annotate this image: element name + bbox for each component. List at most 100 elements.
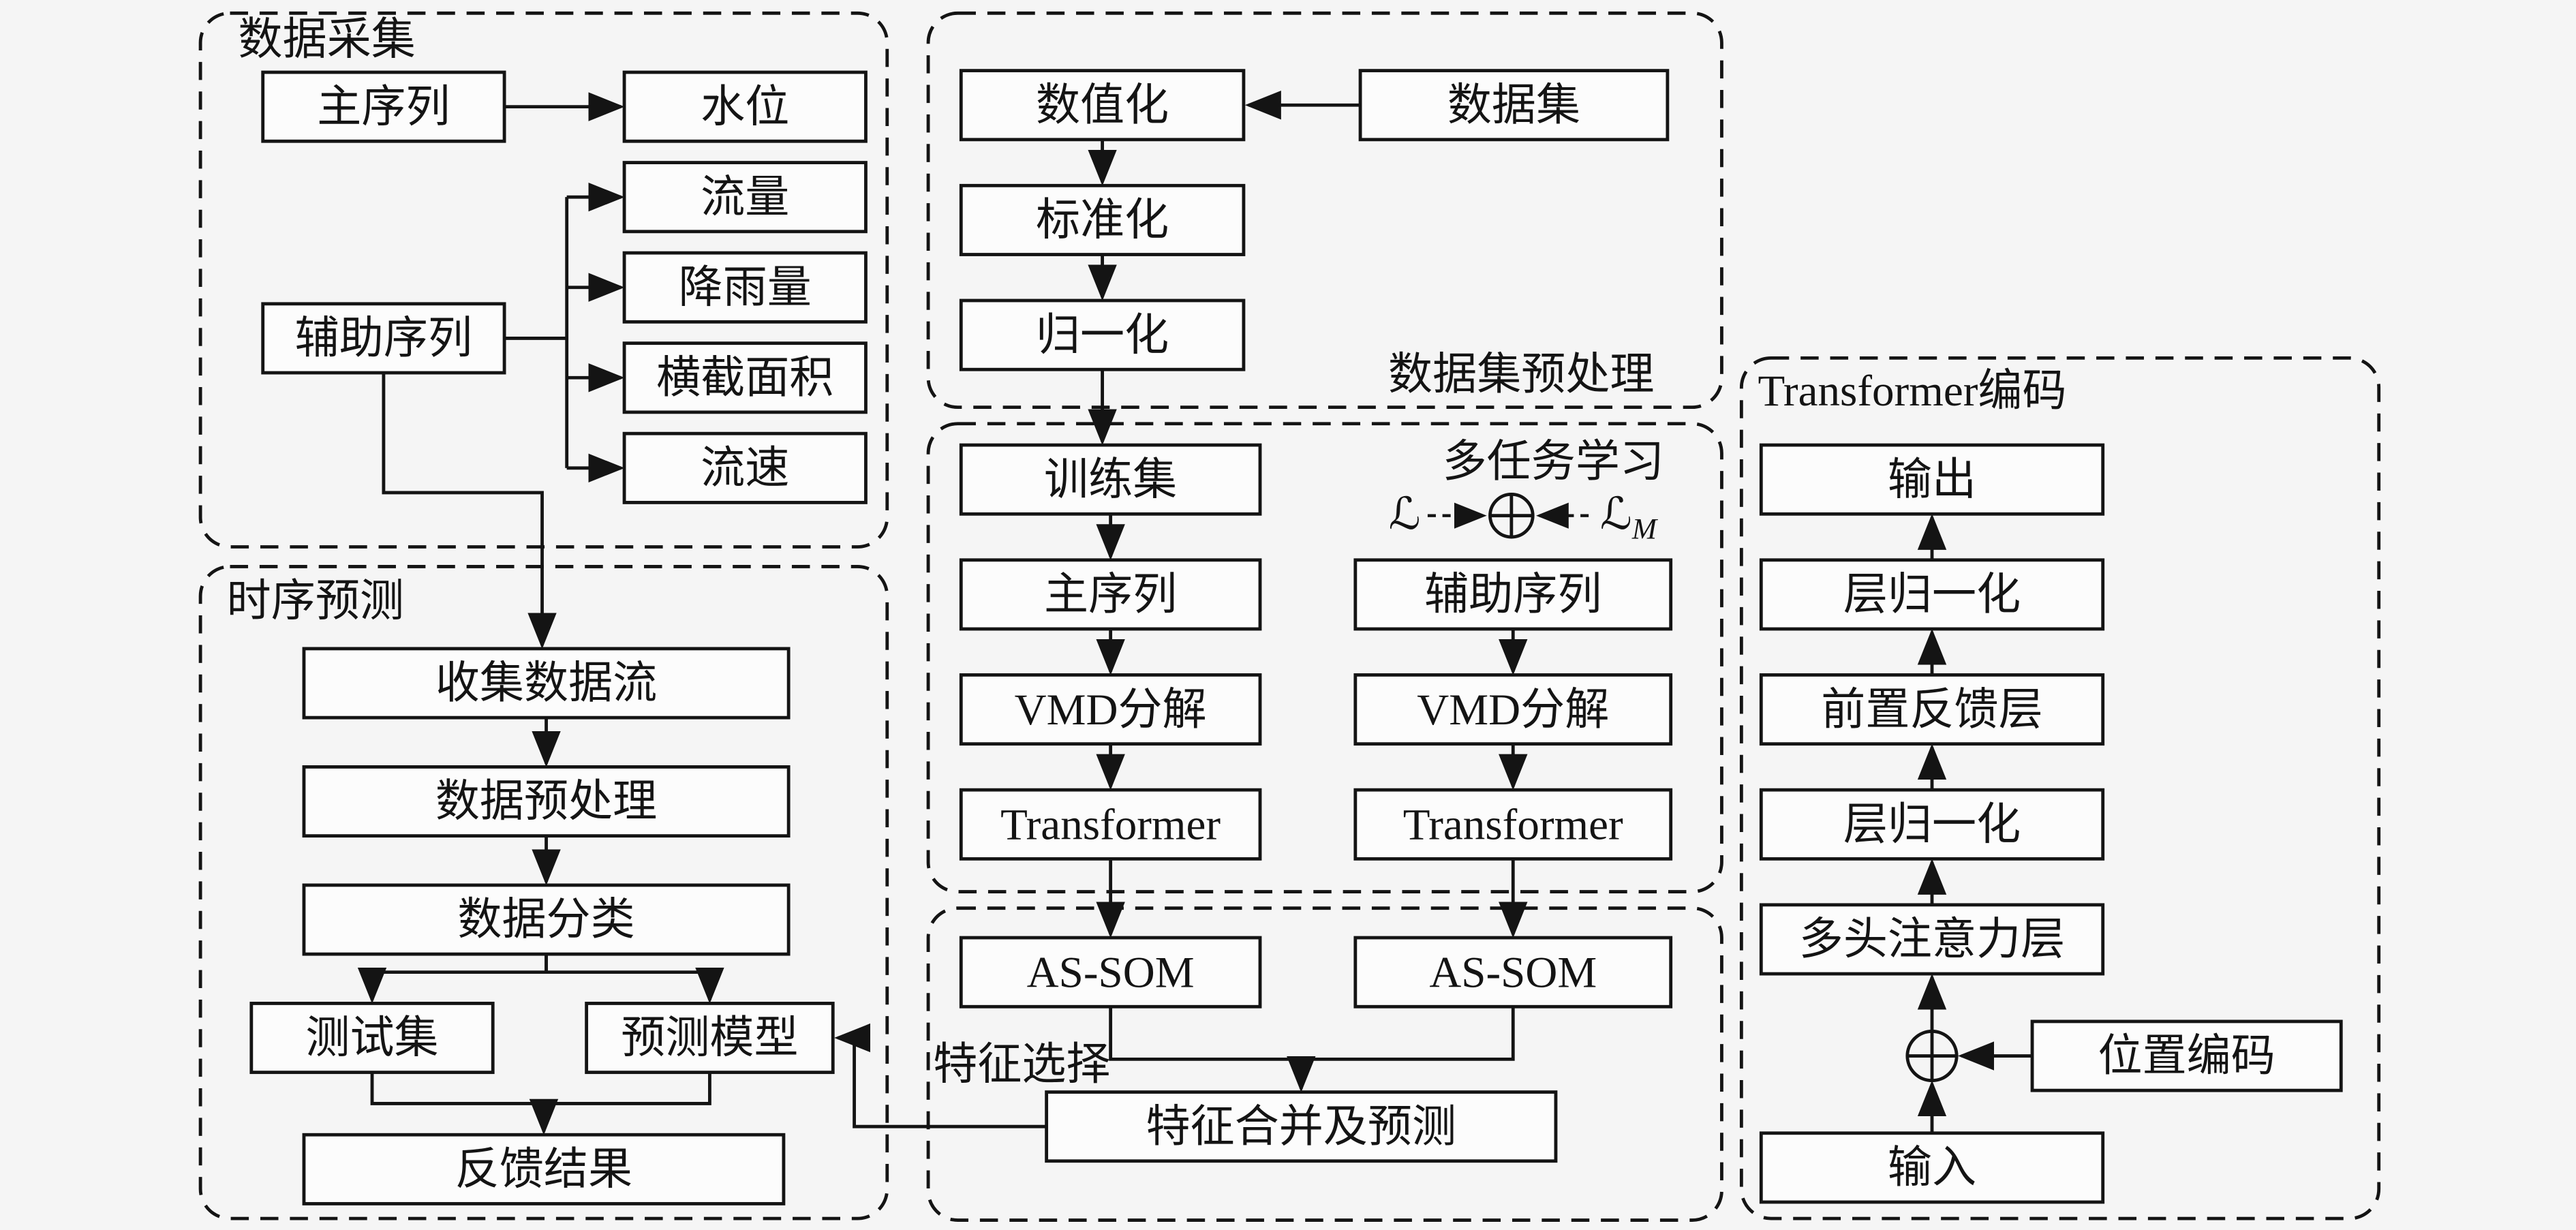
node-feedback: 反馈结果 (302, 1133, 786, 1205)
node-flow-label: 流量 (701, 173, 789, 222)
node-mt-aux-sequence-box (1353, 558, 1673, 631)
node-enc-layernorm-1-label: 层归一化 (1843, 800, 2021, 849)
node-standardize: 标准化 (959, 183, 1246, 256)
node-test-set-box (249, 1002, 495, 1075)
node-feedback-box (302, 1133, 786, 1205)
node-vmd-aux-label: VMD分解 (1417, 686, 1609, 735)
node-rainfall: 降雨量 (622, 251, 868, 324)
node-transformer-aux: Transformer (1353, 788, 1673, 861)
edge-merge-predictmodel (834, 1023, 1047, 1128)
node-water-level-box (622, 70, 868, 143)
node-mt-main-sequence-box (959, 558, 1262, 631)
node-data-preprocess: 数据预处理 (302, 765, 791, 838)
node-enc-layernorm-1: 层归一化 (1759, 788, 2105, 861)
group-forecast-title: 时序预测 (227, 577, 404, 626)
edge-auxseq-collectstream (382, 373, 557, 649)
node-predict-model-label: 预测模型 (621, 1014, 798, 1063)
node-enc-layernorm-2-label: 层归一化 (1843, 570, 2021, 619)
node-aux-sequence: 辅助序列 (261, 302, 506, 375)
edge-assom-aux-merge (1301, 1006, 1515, 1061)
node-flow-box (622, 161, 868, 234)
node-dataset-label: 数据集 (1447, 81, 1580, 130)
node-normalize: 归一化 (959, 298, 1246, 371)
node-enc-output-label: 输出 (1888, 455, 1976, 504)
node-main-sequence: 主序列 (261, 70, 506, 143)
node-enc-layernorm-1-box (1759, 788, 2105, 861)
node-numericalize: 数值化 (959, 69, 1246, 142)
node-predict-model-box (585, 1002, 835, 1075)
group-encoder-title: Transformer编码 (1758, 367, 2066, 416)
node-rainfall-label: 降雨量 (679, 263, 812, 312)
group-multitask-title: 多任务学习 (1443, 437, 1664, 487)
loss-aux-subscript: M (1631, 512, 1659, 545)
group-encoder-border (1739, 356, 2381, 1220)
node-feedback-label: 反馈结果 (455, 1146, 632, 1195)
node-water-level-label: 水位 (701, 82, 789, 132)
node-assom-main: AS-SOM (959, 936, 1262, 1009)
node-vmd-main-label: VMD分解 (1015, 686, 1207, 735)
node-merge-predict-box (1045, 1090, 1558, 1163)
circled-plus-cross-encoder (1907, 1031, 1957, 1081)
node-collect-stream: 收集数据流 (302, 647, 791, 720)
loss-main-label: ℒ (1389, 490, 1421, 539)
circled-plus-cross-multitask (1490, 494, 1533, 538)
edge-classify-testset (357, 954, 548, 1004)
node-test-set-label: 测试集 (305, 1014, 438, 1063)
node-aux-sequence-label: 辅助序列 (295, 314, 472, 363)
node-data-preprocess-box (302, 765, 791, 838)
group-feature-border (926, 906, 1723, 1222)
edge-assom-main-merge (1109, 1006, 1316, 1093)
node-cross-section-box (622, 341, 868, 414)
node-rainfall-box (622, 251, 868, 324)
node-data-classify-box (302, 883, 791, 956)
node-enc-layernorm-2-box (1759, 558, 2105, 631)
group-feature-title: 特征选择 (933, 1040, 1110, 1089)
node-flow: 流量 (622, 161, 868, 234)
node-assom-aux-label: AS-SOM (1429, 948, 1597, 997)
node-vmd-aux-box (1353, 673, 1673, 746)
node-merge-predict: 特征合并及预测 (1045, 1090, 1558, 1163)
node-mt-aux-sequence: 辅助序列 (1353, 558, 1673, 631)
node-enc-output-box (1759, 443, 2105, 516)
node-enc-pos-encoding: 位置编码 (2030, 1019, 2343, 1092)
node-enc-feedforward-label: 前置反馈层 (1821, 686, 2042, 735)
node-mt-main-sequence: 主序列 (959, 558, 1262, 631)
node-enc-attention: 多头注意力层 (1759, 903, 2105, 976)
node-test-set: 测试集 (249, 1002, 495, 1075)
node-normalize-label: 归一化 (1036, 311, 1169, 360)
node-velocity: 流速 (622, 431, 868, 504)
node-predict-model: 预测模型 (585, 1002, 835, 1075)
node-assom-main-box (959, 936, 1262, 1009)
node-assom-main-label: AS-SOM (1027, 948, 1195, 997)
node-enc-feedforward: 前置反馈层 (1759, 673, 2105, 746)
edge-predictmodel-feedback-join (543, 1072, 711, 1105)
node-dataset: 数据集 (1358, 69, 1670, 142)
node-numericalize-box (959, 69, 1246, 142)
node-transformer-main: Transformer (959, 788, 1262, 861)
node-mt-main-sequence-label: 主序列 (1044, 570, 1177, 619)
node-cross-section-label: 横截面积 (656, 354, 833, 403)
group-preprocessing-title: 数据集预处理 (1388, 350, 1654, 399)
node-main-sequence-box (261, 70, 506, 143)
node-enc-attention-box (1759, 903, 2105, 976)
node-enc-input-label: 输入 (1888, 1143, 1976, 1193)
node-train-set-label: 训练集 (1044, 455, 1177, 504)
node-mt-aux-sequence-label: 辅助序列 (1424, 570, 1601, 619)
node-transformer-main-label: Transformer (1000, 800, 1221, 849)
node-vmd-main-box (959, 673, 1262, 746)
node-assom-aux: AS-SOM (1353, 936, 1673, 1009)
group-multitask-border (926, 422, 1723, 893)
node-train-set: 训练集 (959, 443, 1262, 516)
node-data-classify-label: 数据分类 (457, 895, 634, 944)
node-train-set-box (959, 443, 1262, 516)
node-enc-layernorm-2: 层归一化 (1759, 558, 2105, 631)
node-enc-pos-encoding-label: 位置编码 (2098, 1032, 2275, 1081)
node-transformer-aux-box (1353, 788, 1673, 861)
node-velocity-label: 流速 (701, 444, 789, 493)
node-data-classify: 数据分类 (302, 883, 791, 956)
node-assom-aux-box (1353, 936, 1673, 1009)
node-transformer-main-box (959, 788, 1262, 861)
node-enc-input-box (1759, 1131, 2105, 1204)
node-cross-section: 横截面积 (622, 341, 868, 414)
group-collection-title: 数据采集 (239, 16, 416, 65)
